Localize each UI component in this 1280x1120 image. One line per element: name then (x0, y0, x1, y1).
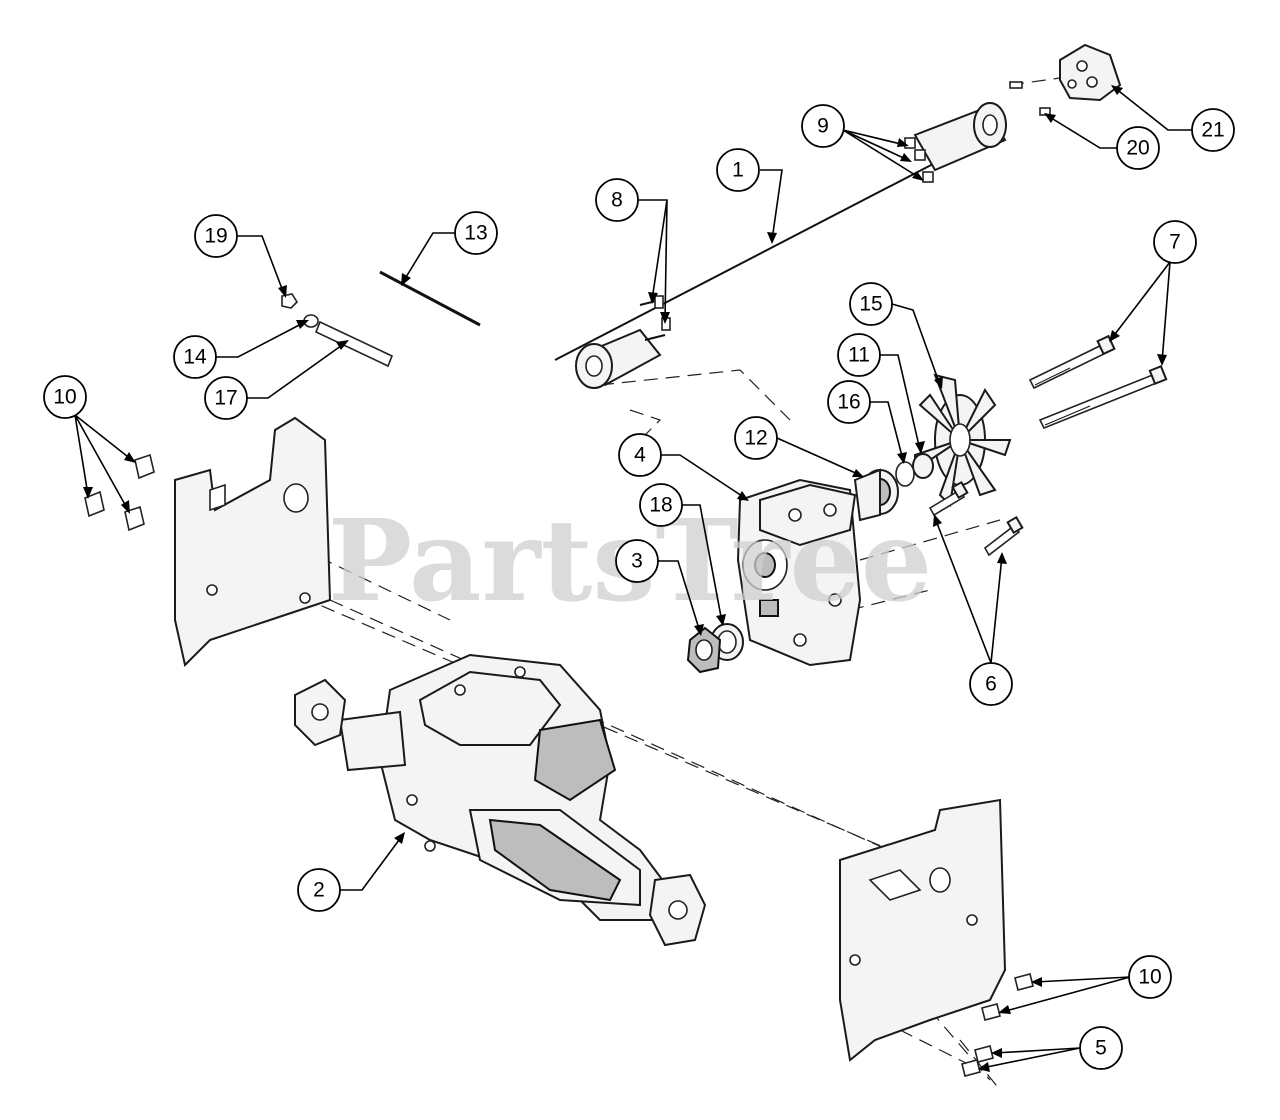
part-11-nut (912, 453, 934, 479)
svg-text:14: 14 (183, 346, 207, 369)
part-17-pin (314, 320, 394, 368)
callout-10-left: 10 (43, 375, 87, 419)
svg-text:2: 2 (313, 879, 325, 902)
svg-text:5: 5 (1095, 1037, 1107, 1060)
svg-text:6: 6 (985, 673, 997, 696)
svg-text:17: 17 (214, 387, 237, 410)
part-21-bracket (1059, 43, 1122, 102)
callout-5: 5 (1079, 1026, 1123, 1070)
callout-18: 18 (639, 483, 683, 527)
callout-20: 20 (1116, 126, 1160, 170)
part-7-bolts (1028, 334, 1168, 430)
callout-14: 14 (173, 335, 217, 379)
callout-11: 11 (837, 333, 881, 377)
svg-text:7: 7 (1169, 231, 1181, 254)
callout-9: 9 (801, 104, 845, 148)
svg-text:3: 3 (631, 550, 643, 573)
callout-13: 13 (454, 211, 498, 255)
part-10-bolts-left (84, 453, 155, 532)
svg-text:1: 1 (732, 159, 744, 182)
callout-15: 15 (849, 282, 893, 326)
part-20-pin (1009, 81, 1051, 116)
callout-12: 12 (734, 416, 778, 460)
part-6-bolts (928, 480, 1024, 557)
part-8-coupler (575, 295, 671, 389)
part-13-rod (379, 270, 481, 327)
callout-2: 2 (297, 868, 341, 912)
callout-21: 21 (1191, 108, 1235, 152)
svg-text:4: 4 (634, 444, 646, 467)
callout-17: 17 (204, 376, 248, 420)
callout-16: 16 (827, 380, 871, 424)
frame-plate-left (174, 416, 332, 667)
callout-19: 19 (194, 214, 238, 258)
callout-8: 8 (595, 178, 639, 222)
part-9-coupler (904, 102, 1007, 183)
callout-7: 7 (1153, 220, 1197, 264)
part-1-drive-shaft (554, 149, 961, 361)
svg-text:11: 11 (848, 344, 870, 367)
callouts: 1 2 3 4 5 6 7 8 (43, 104, 1235, 1070)
svg-text:10: 10 (1138, 966, 1161, 989)
svg-text:18: 18 (649, 494, 672, 517)
svg-text:13: 13 (464, 222, 487, 245)
callout-3: 3 (615, 539, 659, 583)
svg-text:15: 15 (859, 293, 882, 316)
part-15-fan (914, 373, 1012, 508)
svg-text:21: 21 (1201, 119, 1224, 142)
part-10-bolts-right (981, 973, 1034, 1021)
svg-text:12: 12 (744, 427, 767, 450)
svg-text:9: 9 (817, 115, 829, 138)
part-2-transaxle (294, 653, 707, 947)
svg-text:19: 19 (204, 225, 227, 248)
part-3-gear (686, 626, 722, 674)
part-19-nut (281, 293, 299, 309)
callout-10-right: 10 (1128, 955, 1172, 999)
svg-text:8: 8 (611, 189, 623, 212)
part-5-bolts (961, 1045, 994, 1077)
leader-lines (74, 85, 1192, 1072)
svg-text:10: 10 (53, 386, 76, 409)
part-4-gearbox (736, 478, 862, 667)
frame-plate-right (839, 798, 1007, 1062)
part-12-pulley (853, 468, 899, 522)
part-16-washer (895, 461, 915, 487)
svg-text:16: 16 (837, 391, 860, 414)
callout-6: 6 (969, 662, 1013, 706)
callout-1: 1 (716, 148, 760, 192)
svg-text:20: 20 (1126, 137, 1149, 160)
callout-4: 4 (618, 433, 662, 477)
